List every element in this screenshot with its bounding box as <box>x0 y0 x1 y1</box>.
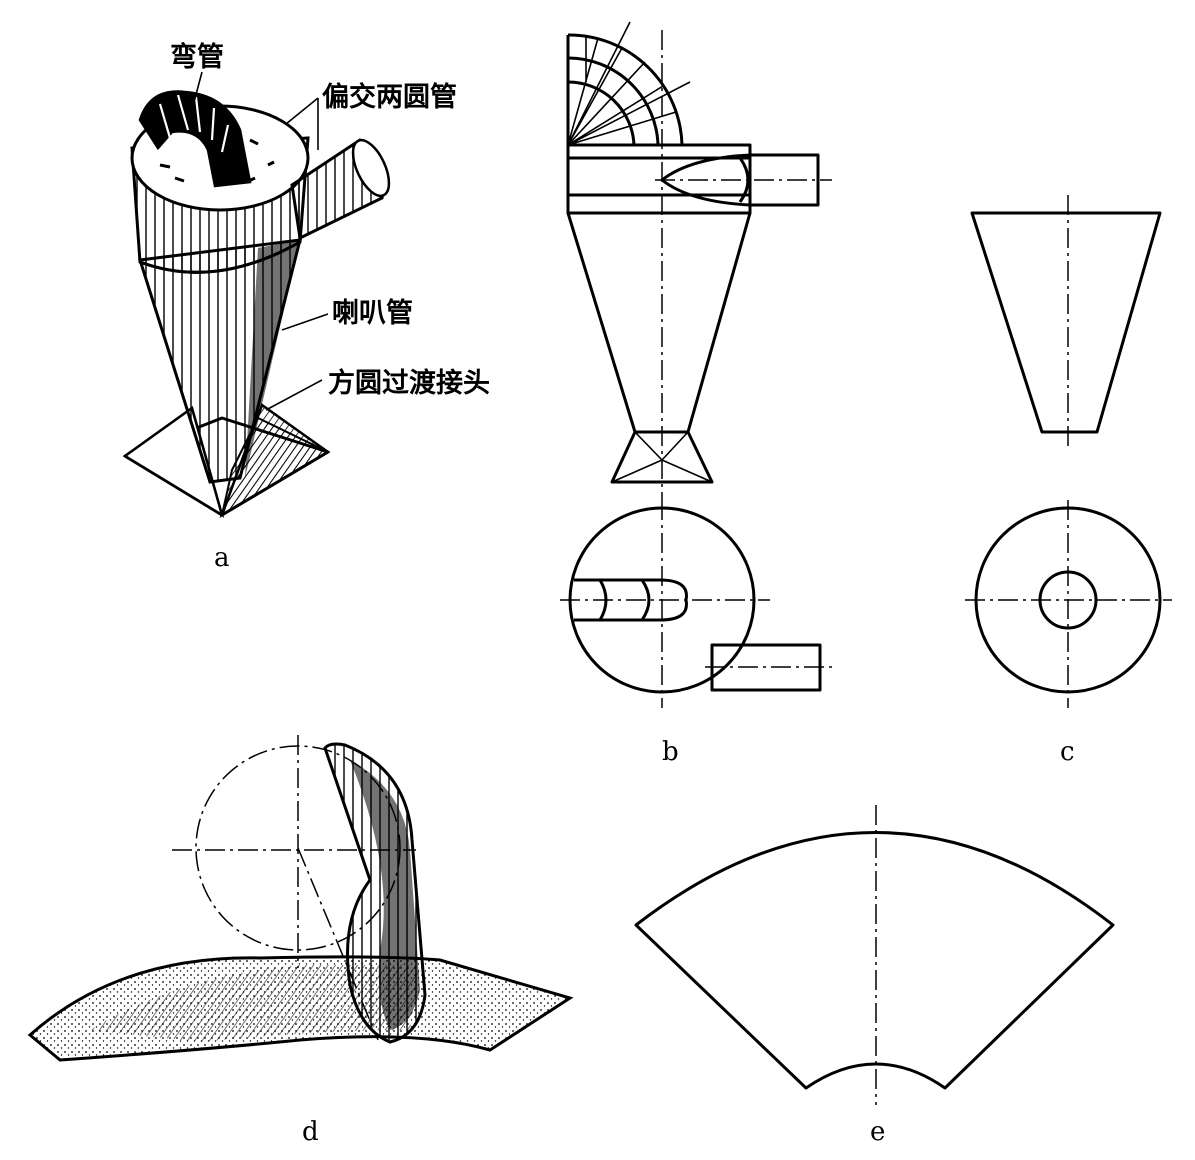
d-elbow-shade <box>350 760 420 1030</box>
label-elbow: 弯管 <box>170 41 224 73</box>
cylinder-seam <box>139 240 301 274</box>
figure-b-views: b <box>560 21 834 767</box>
caption-b: b <box>662 737 679 767</box>
figure-a-sketch: 弯管 偏交两圆管 喇叭管 方圆过渡接头 a <box>122 41 490 573</box>
elbow-inner-arc <box>567 80 636 146</box>
figure-c-horn: c <box>965 195 1172 767</box>
horn-front <box>970 211 1162 434</box>
leader-horn <box>281 313 329 331</box>
label-horn-tube: 喇叭管 <box>332 298 413 329</box>
inlet-tube-end <box>351 138 391 198</box>
e-sector <box>634 831 1115 1090</box>
elbow-outer-arc <box>567 33 684 146</box>
inlet-tube-rect <box>748 153 820 207</box>
elbow-bands <box>158 94 230 153</box>
elbow-segments <box>567 21 691 146</box>
caption-a: a <box>214 543 230 573</box>
cone-front <box>566 211 752 434</box>
b-top-elbow <box>574 578 688 622</box>
cylinder-top-marks <box>159 138 275 184</box>
caption-d: d <box>302 1117 319 1147</box>
label-offset-tubes: 偏交两圆管 <box>322 81 457 113</box>
caption-e: e <box>870 1117 885 1147</box>
label-square-round: 方圆过渡接头 <box>328 367 490 399</box>
leader-square-round <box>265 379 323 411</box>
leader-elbow <box>193 71 203 103</box>
leader-offset-tubes <box>285 97 319 125</box>
figure-e-development: e <box>634 805 1115 1147</box>
caption-c: c <box>1060 737 1075 767</box>
elbow-pipe <box>138 90 252 188</box>
cone-shade <box>245 240 300 478</box>
d-plate-shade <box>90 965 420 1042</box>
b-top-elbow-arcs <box>598 579 651 621</box>
figure-d-elbow: d <box>27 735 574 1147</box>
